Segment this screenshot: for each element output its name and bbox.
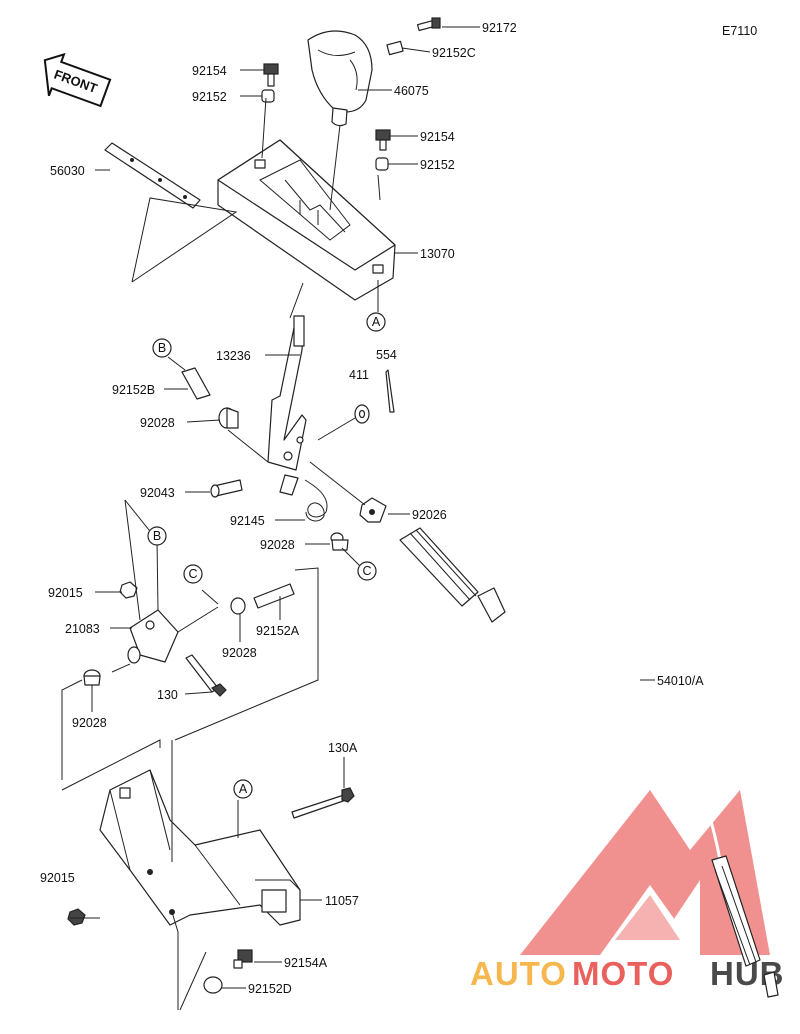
svg-text:A: A [239, 782, 248, 796]
label-92152d: 92152D [248, 982, 292, 996]
svg-text:B: B [153, 529, 161, 543]
bolt-130a [291, 787, 355, 819]
label-46075: 46075 [394, 84, 429, 98]
label-411: 411 [349, 368, 369, 382]
washer-411 [354, 404, 370, 424]
label-92152b: 92152B [112, 383, 155, 397]
svg-text:B: B [158, 341, 166, 355]
bushing-92028-d [83, 669, 101, 686]
watermark-text-moto: MOTO [572, 955, 674, 992]
nut-92015-top [119, 581, 138, 599]
pin-92043 [210, 479, 243, 498]
label-11057: 11057 [325, 894, 359, 908]
shift-knob [307, 30, 373, 127]
ref-marker-a-top: A [366, 312, 386, 332]
screw-92172 [416, 17, 441, 32]
bushing-92028-a [218, 407, 239, 429]
label-130: 130 [157, 688, 178, 702]
watermark-logo [520, 790, 770, 955]
block-92026 [359, 497, 387, 523]
label-13236: 13236 [216, 349, 251, 363]
svg-text:A: A [372, 315, 381, 329]
label-92152-top: 92152 [192, 90, 227, 104]
label-92152c: 92152C [432, 46, 476, 60]
bolt-92154a [233, 949, 253, 969]
bracket-21083 [127, 609, 179, 664]
label-54010a: 54010/A [657, 674, 704, 688]
collar-92152a [253, 583, 295, 609]
bracket-56030 [104, 142, 201, 209]
nut-92015-bottom [67, 908, 86, 926]
label-92154-top: 92154 [192, 64, 227, 78]
collar-92152-top [261, 89, 275, 103]
shift-lever-13236 [267, 315, 307, 471]
collar-92152d [203, 976, 223, 994]
label-92172: 92172 [482, 21, 517, 35]
bolt-130 [185, 654, 227, 697]
ref-marker-c-mid: C [357, 561, 377, 581]
label-92043: 92043 [140, 486, 175, 500]
label-92154a: 92154A [284, 956, 328, 970]
label-92028-a: 92028 [140, 416, 175, 430]
cotter-pin-554 [385, 369, 395, 413]
bushing-92028-c [230, 597, 246, 615]
diagram-code: E7110 [722, 24, 757, 38]
bushing-92028-b [330, 532, 349, 551]
label-92015-bottom: 92015 [40, 871, 75, 885]
ref-marker-c-lower: C [183, 564, 203, 584]
collar-92152c [386, 40, 404, 56]
collar-92152b [181, 367, 211, 400]
label-92145: 92145 [230, 514, 265, 528]
shift-housing-13070 [217, 139, 396, 301]
leader-lines [61, 26, 655, 1011]
bolt-92154-top [263, 63, 279, 87]
label-92152a: 92152A [256, 624, 300, 638]
ref-marker-a-bottom: A [233, 779, 253, 799]
collar-92152-right [375, 157, 389, 171]
svg-text:C: C [188, 567, 197, 581]
bolt-92154-right [375, 129, 391, 151]
label-56030: 56030 [50, 164, 85, 178]
label-130a: 130A [328, 741, 358, 755]
label-92028-b: 92028 [260, 538, 295, 552]
label-554: 554 [376, 348, 397, 362]
label-92152-right: 92152 [420, 158, 455, 172]
spring-92145 [279, 474, 328, 522]
ref-marker-b-lower: B [147, 526, 167, 546]
cable-54010a [399, 527, 779, 998]
front-arrow-icon [43, 52, 112, 108]
watermark-text-auto: AUTO [470, 955, 567, 992]
ref-marker-b-top: B [152, 338, 172, 358]
label-92026: 92026 [412, 508, 447, 522]
label-21083: 21083 [65, 622, 100, 636]
bracket-11057 [99, 769, 301, 926]
svg-text:C: C [362, 564, 371, 578]
label-92028-d: 92028 [72, 716, 107, 730]
label-92154-right: 92154 [420, 130, 455, 144]
label-92028-c: 92028 [222, 646, 257, 660]
label-13070: 13070 [420, 247, 455, 261]
label-92015-top: 92015 [48, 586, 83, 600]
